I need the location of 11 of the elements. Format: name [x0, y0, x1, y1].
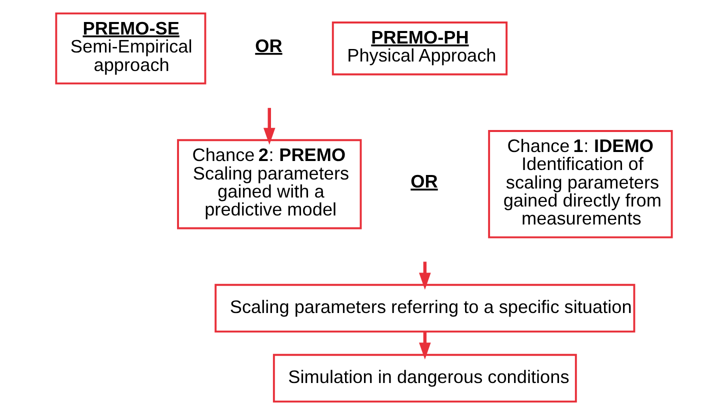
arrow	[418, 262, 430, 290]
arrow	[262, 108, 275, 145]
node-box: Chance 1: IDEMO Identification of scaling parameters gained directly from measurements	[488, 130, 672, 238]
label: OR	[254, 36, 282, 56]
arrow	[418, 332, 430, 360]
node-box: Chance 2: PREMO Scaling parameters gained with a predictive model	[176, 139, 362, 230]
node-box: PREMO-SE Semi-Empirical approach	[54, 12, 206, 84]
label: OR	[410, 172, 438, 192]
node-box: Simulation in dangerous conditions	[272, 354, 576, 403]
node-box: Scaling parameters referring to a specific situation	[214, 284, 635, 333]
node-box: PREMO-PH Physical Approach	[331, 22, 508, 76]
